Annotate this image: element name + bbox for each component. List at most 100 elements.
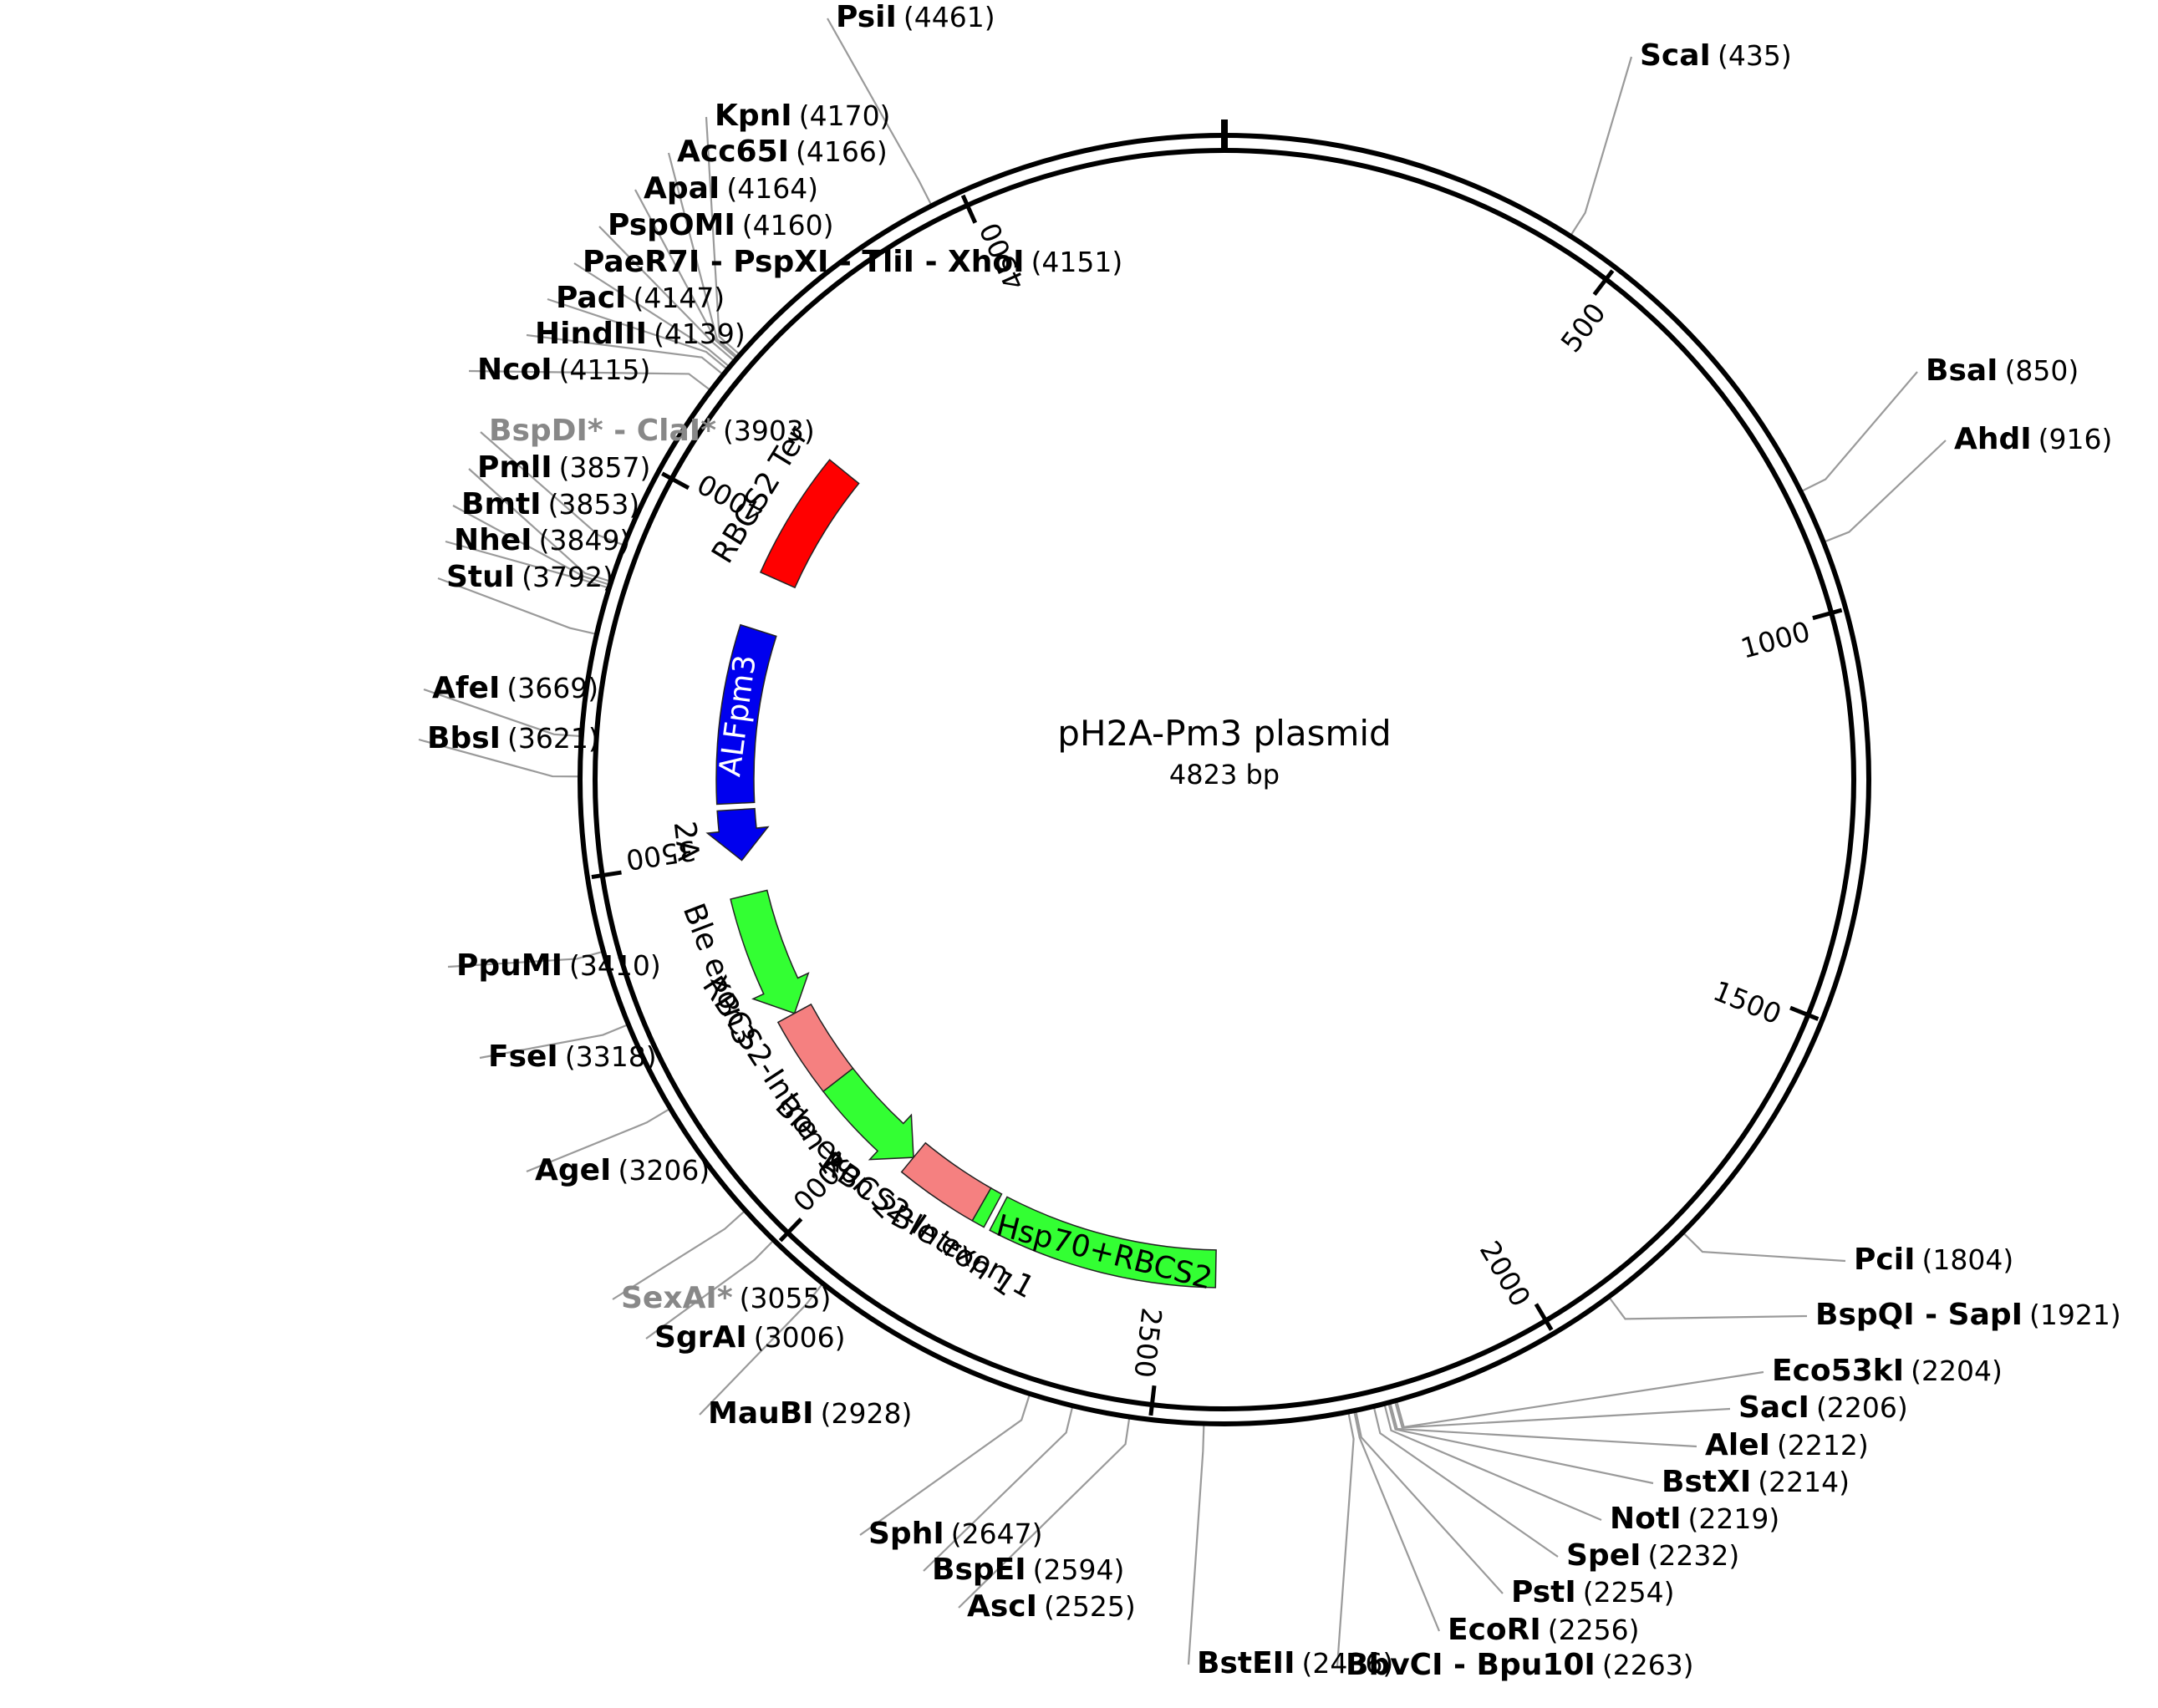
site-afei-name: AfeI <box>432 671 500 705</box>
site-psii-label: PsiI (4461) <box>836 0 995 34</box>
site-bsai-position: (850) <box>2005 354 2079 387</box>
site-bspei-leader <box>923 1406 1074 1572</box>
site-bsai-label: BsaI (850) <box>1926 353 2079 388</box>
site-bspqi-sapi-name: BspQI - SapI <box>1815 1298 2023 1332</box>
site-hindiii-position: (4139) <box>654 318 746 350</box>
backbone-inner-ring <box>593 148 1856 1411</box>
site-ppumi-leader <box>447 950 604 968</box>
site-sphi-name: SphI <box>868 1517 944 1551</box>
site-paci-leader <box>547 297 729 370</box>
site-noti-label: NotI (2219) <box>1610 1502 1779 1536</box>
site-bsteii-label: BstEII (2436) <box>1197 1646 1393 1680</box>
site-maubi-position: (2928) <box>821 1397 913 1430</box>
site-psii-name: PsiI <box>836 0 897 34</box>
plasmid-backbone <box>578 119 1871 1426</box>
site-paer7i-pspxi-tlii-xhoi-name: PaeR7I - PspXI - TliI - XhoI <box>583 245 1025 279</box>
site-apai-label: ApaI (4164) <box>644 171 818 206</box>
site-hindiii-name: HindIII <box>535 317 647 351</box>
scale-tick-mark <box>778 1217 803 1243</box>
site-kpni-label: KpnI (4170) <box>715 99 890 133</box>
site-bmti-label: BmtI (3853) <box>461 487 639 521</box>
site-bmti-leader <box>452 505 611 586</box>
site-psti-leader <box>1355 1410 1504 1594</box>
site-ncoi-name: NcoI <box>477 353 552 387</box>
site-paer7i-pspxi-tlii-xhoi-position: (4151) <box>1031 246 1123 278</box>
site-scai-label: ScaI (435) <box>1640 38 1792 73</box>
site-sexai-name: SexAI* <box>621 1281 733 1315</box>
site-noti-leader <box>1383 1403 1602 1522</box>
site-pmli-label: PmlI (3857) <box>477 450 650 485</box>
site-acc65i-leader <box>667 152 739 358</box>
site-pmli-position: (3857) <box>559 451 651 484</box>
site-bbsi-position: (3621) <box>507 722 599 755</box>
site-alei-leader <box>1389 1401 1697 1448</box>
site-bbvci-bpu10i-leader <box>1336 1411 1355 1667</box>
site-eco53ki-name: Eco53kI <box>1772 1354 1904 1388</box>
site-ncoi-position: (4115) <box>559 353 651 386</box>
scale-tick-label: 2000 <box>1473 1235 1537 1312</box>
site-apai-position: (4164) <box>726 172 818 205</box>
site-pmli-name: PmlI <box>477 450 552 485</box>
site-agei-label: AgeI (3206) <box>535 1153 710 1187</box>
site-saci-name: SacI <box>1738 1390 1809 1425</box>
site-ecori-label: EcoRI (2256) <box>1448 1613 1640 1647</box>
site-sexai-label: SexAI* (3055) <box>621 1281 831 1315</box>
site-bsai-leader <box>1800 371 1918 493</box>
site-paer7i-pspxi-tlii-xhoi-label: PaeR7I - PspXI - TliI - XhoI (4151) <box>583 245 1122 279</box>
site-noti-name: NotI <box>1610 1502 1681 1536</box>
site-stui-leader <box>437 577 598 636</box>
site-ppumi-name: PpuMI <box>456 948 562 983</box>
site-bspdi-clai-position: (3903) <box>723 414 815 447</box>
site-scai-name: ScaI <box>1640 38 1711 73</box>
site-pspomi-name: PspOMI <box>608 208 735 242</box>
scale-tick-mark <box>1789 1005 1820 1021</box>
site-acc65i-position: (4166) <box>796 135 888 168</box>
site-pcii-leader <box>1682 1232 1846 1263</box>
site-nhei-position: (3849) <box>539 524 631 557</box>
plasmid-size: 4823 bp <box>1169 759 1280 790</box>
site-eco53ki-position: (2204) <box>1911 1355 2003 1387</box>
feature-hsp70-rbcs2 <box>989 1196 1217 1289</box>
site-bbsi-name: BbsI <box>427 721 501 755</box>
site-bspdi-clai-label: BspDI* - ClaI* (3903) <box>489 414 815 448</box>
site-sexai-leader <box>612 1209 746 1300</box>
site-bmti-name: BmtI <box>461 487 542 521</box>
site-acc65i-label: Acc65I (4166) <box>677 135 888 169</box>
site-alei-label: AleI (2212) <box>1705 1428 1869 1462</box>
site-ecori-position: (2256) <box>1548 1614 1640 1646</box>
feature-ble-exon-2 <box>822 1067 914 1161</box>
feature-rbcs2-ter <box>759 459 860 589</box>
site-asci-leader <box>958 1416 1131 1609</box>
feature-2a <box>705 807 770 862</box>
site-pspomi-label: PspOMI (4160) <box>608 208 834 242</box>
site-nhei-leader <box>445 540 610 589</box>
site-stui-name: StuI <box>446 560 515 594</box>
site-bspdi-clai-leader <box>480 431 625 546</box>
plasmid-title: pH2A-Pm3 plasmid <box>1057 713 1391 754</box>
site-bspei-name: BspEI <box>932 1553 1026 1587</box>
site-nhei-name: NheI <box>454 523 532 557</box>
site-ncoi-leader <box>468 369 712 392</box>
site-ecori-leader <box>1353 1411 1441 1632</box>
site-paci-position: (4147) <box>633 282 725 314</box>
site-spei-name: SpeI <box>1566 1538 1641 1573</box>
site-saci-label: SacI (2206) <box>1738 1390 1908 1425</box>
site-sgrai-label: SgrAI (3006) <box>654 1320 845 1355</box>
site-pcii-position: (1804) <box>1921 1243 2013 1276</box>
site-scai-position: (435) <box>1718 39 1792 72</box>
site-pspomi-leader <box>598 226 735 362</box>
site-ecori-name: EcoRI <box>1448 1613 1541 1647</box>
scale-tick-label: 2500 <box>1127 1306 1168 1380</box>
site-stui-position: (3792) <box>522 561 613 593</box>
site-kpni-name: KpnI <box>715 99 792 133</box>
site-bsteii-leader <box>1187 1423 1205 1665</box>
site-asci-position: (2525) <box>1044 1590 1136 1623</box>
feature-ble-exon3 <box>730 889 810 1014</box>
site-alei-position: (2212) <box>1777 1429 1869 1461</box>
site-agei-position: (3206) <box>618 1154 710 1187</box>
site-afei-position: (3669) <box>506 672 598 704</box>
site-bspqi-sapi-leader <box>1607 1296 1808 1320</box>
